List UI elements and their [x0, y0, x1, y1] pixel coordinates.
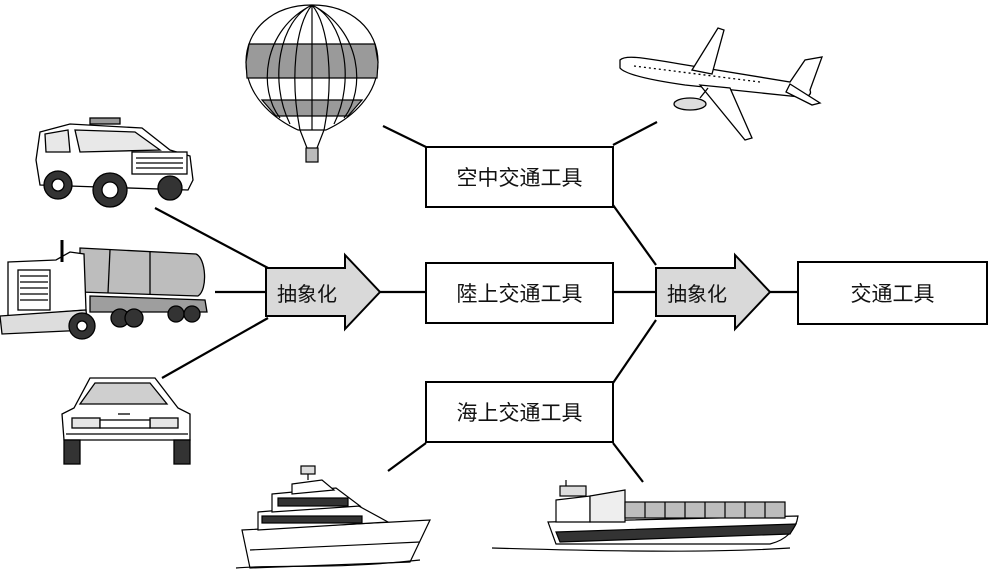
sedan-icon [61, 377, 191, 465]
connector-air-to-arrow [612, 204, 657, 266]
abstraction-arrow-1 [265, 252, 382, 332]
category-box-air: 空中交通工具 [425, 146, 614, 208]
connector-ship-to-sea [612, 442, 644, 483]
abstraction-arrow-label-2: 抽象化 [656, 268, 738, 316]
abstraction-arrow-label-1: 抽象化 [266, 268, 348, 316]
connector-sea-to-arrow [612, 319, 657, 384]
category-box-land: 陸上交通工具 [425, 262, 614, 324]
connector-plane-to-air [612, 121, 658, 146]
yacht-icon [235, 465, 431, 569]
suv-icon [35, 117, 194, 208]
abstraction-label-2: 抽象化 [667, 281, 727, 306]
hot-air-balloon-icon [245, 4, 379, 163]
tanker-truck-icon [0, 240, 208, 340]
connector-balloon-to-air [382, 125, 427, 148]
result-box: 交通工具 [797, 261, 988, 325]
abstraction-arrow-2 [655, 252, 772, 332]
category-label-sea: 海上交通工具 [456, 401, 583, 425]
connector-yacht-to-sea [387, 442, 427, 472]
result-label: 交通工具 [850, 282, 935, 306]
connector-lines [154, 121, 798, 483]
container-ship-icon [491, 480, 799, 552]
connector-suv-to-arrow [154, 207, 269, 269]
category-label-land: 陸上交通工具 [456, 282, 583, 306]
connector-sedan-to-arrow [161, 317, 269, 379]
airplane-icon [619, 27, 823, 141]
category-box-sea: 海上交通工具 [425, 381, 614, 443]
category-label-air: 空中交通工具 [456, 166, 583, 190]
abstraction-label-1: 抽象化 [277, 281, 337, 306]
